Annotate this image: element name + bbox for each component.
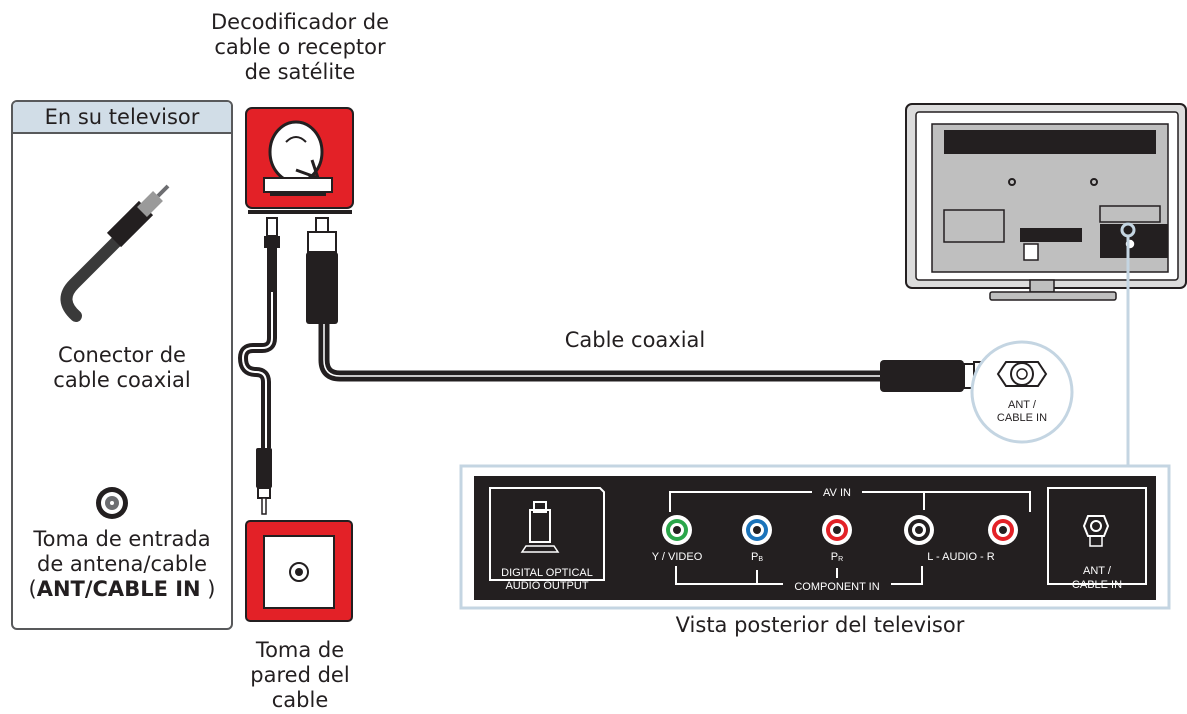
panel-ant-label-1: ANT / — [1083, 565, 1112, 577]
coaxial-cable-label: Cable coaxial — [564, 328, 706, 352]
coax-connector-label-line2: cable coaxial — [53, 368, 191, 392]
legend-header: En su televisor — [13, 102, 231, 134]
wall-cable-connector — [256, 448, 272, 515]
cable-box-label-line1: Decodificador de — [210, 10, 390, 34]
cable-box-icon — [245, 107, 354, 209]
zoom-jack-label-1: ANT / — [1008, 399, 1037, 411]
jack-label-pb: PB — [751, 551, 763, 563]
pr-main: P — [831, 551, 838, 563]
wall-outlet-label-line2: pared del — [250, 663, 350, 687]
jack-pr — [822, 515, 852, 545]
tv-rear-illustration — [905, 103, 1187, 301]
jack-pb — [742, 515, 772, 545]
ant-jack-paren-close: ) — [200, 577, 216, 601]
jack-y-video — [662, 515, 692, 545]
component-in-label: COMPONENT IN — [794, 581, 879, 593]
pb-main: P — [751, 551, 758, 563]
wall-outlet-icon — [245, 520, 353, 622]
jack-label-audio: L - AUDIO - R — [927, 551, 994, 563]
ant-jack-label: Toma de entrada de antena/cable (ANT/CAB… — [14, 527, 230, 602]
digital-optical-port — [489, 487, 605, 581]
wall-outlet-label-line3: cable — [271, 688, 329, 712]
optical-label-1: DIGITAL OPTICAL — [501, 567, 593, 579]
ant-jack-paren-open: ( — [28, 577, 37, 601]
cable-box-label: Decodificador de cable o receptor de sat… — [200, 10, 400, 85]
jack-audio-l — [904, 515, 934, 545]
optical-label-2: AUDIO OUTPUT — [505, 580, 588, 592]
ant-jack-zoom-circle — [970, 340, 1074, 444]
tv-rear-view-label: Vista posterior del televisor — [675, 613, 965, 637]
coax-connector-label: Conector de cable coaxial — [14, 343, 230, 393]
zoom-jack-label-2: CABLE IN — [997, 412, 1047, 424]
box-thick-connector — [306, 217, 338, 324]
panel-ant-label-2: CABLE IN — [1072, 579, 1122, 591]
ant-jack-label-line2: de antena/cable — [36, 552, 207, 576]
av-in-label: AV IN — [823, 487, 851, 499]
legend-panel: En su televisor — [11, 100, 233, 630]
cable-box-label-line3: de satélite — [244, 60, 356, 84]
coax-connector-label-line1: Conector de — [58, 343, 186, 367]
jack-audio-r — [988, 515, 1018, 545]
wall-outlet-label: Toma de pared del cable — [220, 638, 380, 713]
cable-box-label-line2: cable o receptor — [214, 35, 386, 59]
panel-ant-port — [1047, 487, 1147, 585]
ant-jack-zoom-icon — [996, 361, 1048, 387]
ant-jack-label-line3: (ANT/CABLE IN ) — [14, 577, 230, 602]
jack-label-pr: PR — [831, 551, 843, 563]
jack-label-y-video: Y / VIDEO — [652, 551, 703, 563]
pb-sub: B — [758, 556, 763, 563]
wall-outlet-label-line1: Toma de — [255, 638, 345, 662]
box-thin-connector — [264, 217, 280, 292]
ant-jack-label-line1: Toma de entrada — [33, 527, 211, 551]
ant-jack-port-name: ANT/CABLE IN — [36, 577, 201, 601]
pr-sub: R — [838, 556, 843, 563]
